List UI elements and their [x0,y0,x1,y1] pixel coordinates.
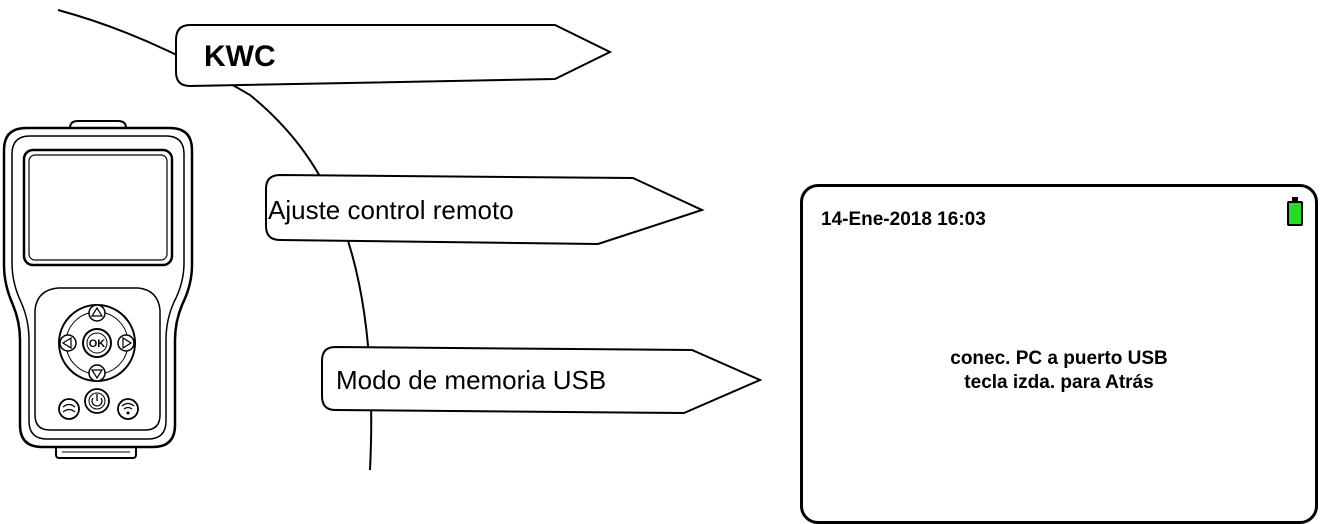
menu-item-kwc-label: KWC [204,40,276,73]
handheld-device: OK [2,120,194,459]
menu-item-usb-memory-label: Modo de memoria USB [336,365,606,395]
left-soft-key-icon[interactable] [58,398,80,420]
arrow-up-icon[interactable] [88,304,106,322]
menu-arc [57,9,373,471]
menu-item-remote-control-label: Ajuste control remoto [268,195,514,225]
menu-item-remote-control[interactable]: Ajuste control remoto [265,173,705,246]
arrow-left-icon[interactable] [59,334,77,352]
battery-icon [1287,197,1303,226]
screen-datetime: 14-Ene-2018 16:03 [821,209,986,230]
device-screen [22,148,174,267]
arrow-right-icon[interactable] [117,334,135,352]
screen-message-line2: tecla izda. para Atrás [964,372,1154,393]
screen-message: conec. PC a puerto USB tecla izda. para … [803,347,1315,395]
ok-button-label: OK [89,338,106,350]
right-soft-key-icon[interactable] [117,398,139,420]
screen-message-line1: conec. PC a puerto USB [950,348,1168,369]
ok-button[interactable]: OK [82,328,112,358]
arrow-down-icon[interactable] [88,364,106,382]
device-screen-view: 14-Ene-2018 16:03 conec. PC a puerto USB… [800,184,1318,524]
menu-item-kwc[interactable]: KWC [175,24,613,88]
power-icon[interactable] [84,388,110,414]
menu-item-usb-memory[interactable]: Modo de memoria USB [321,345,763,415]
